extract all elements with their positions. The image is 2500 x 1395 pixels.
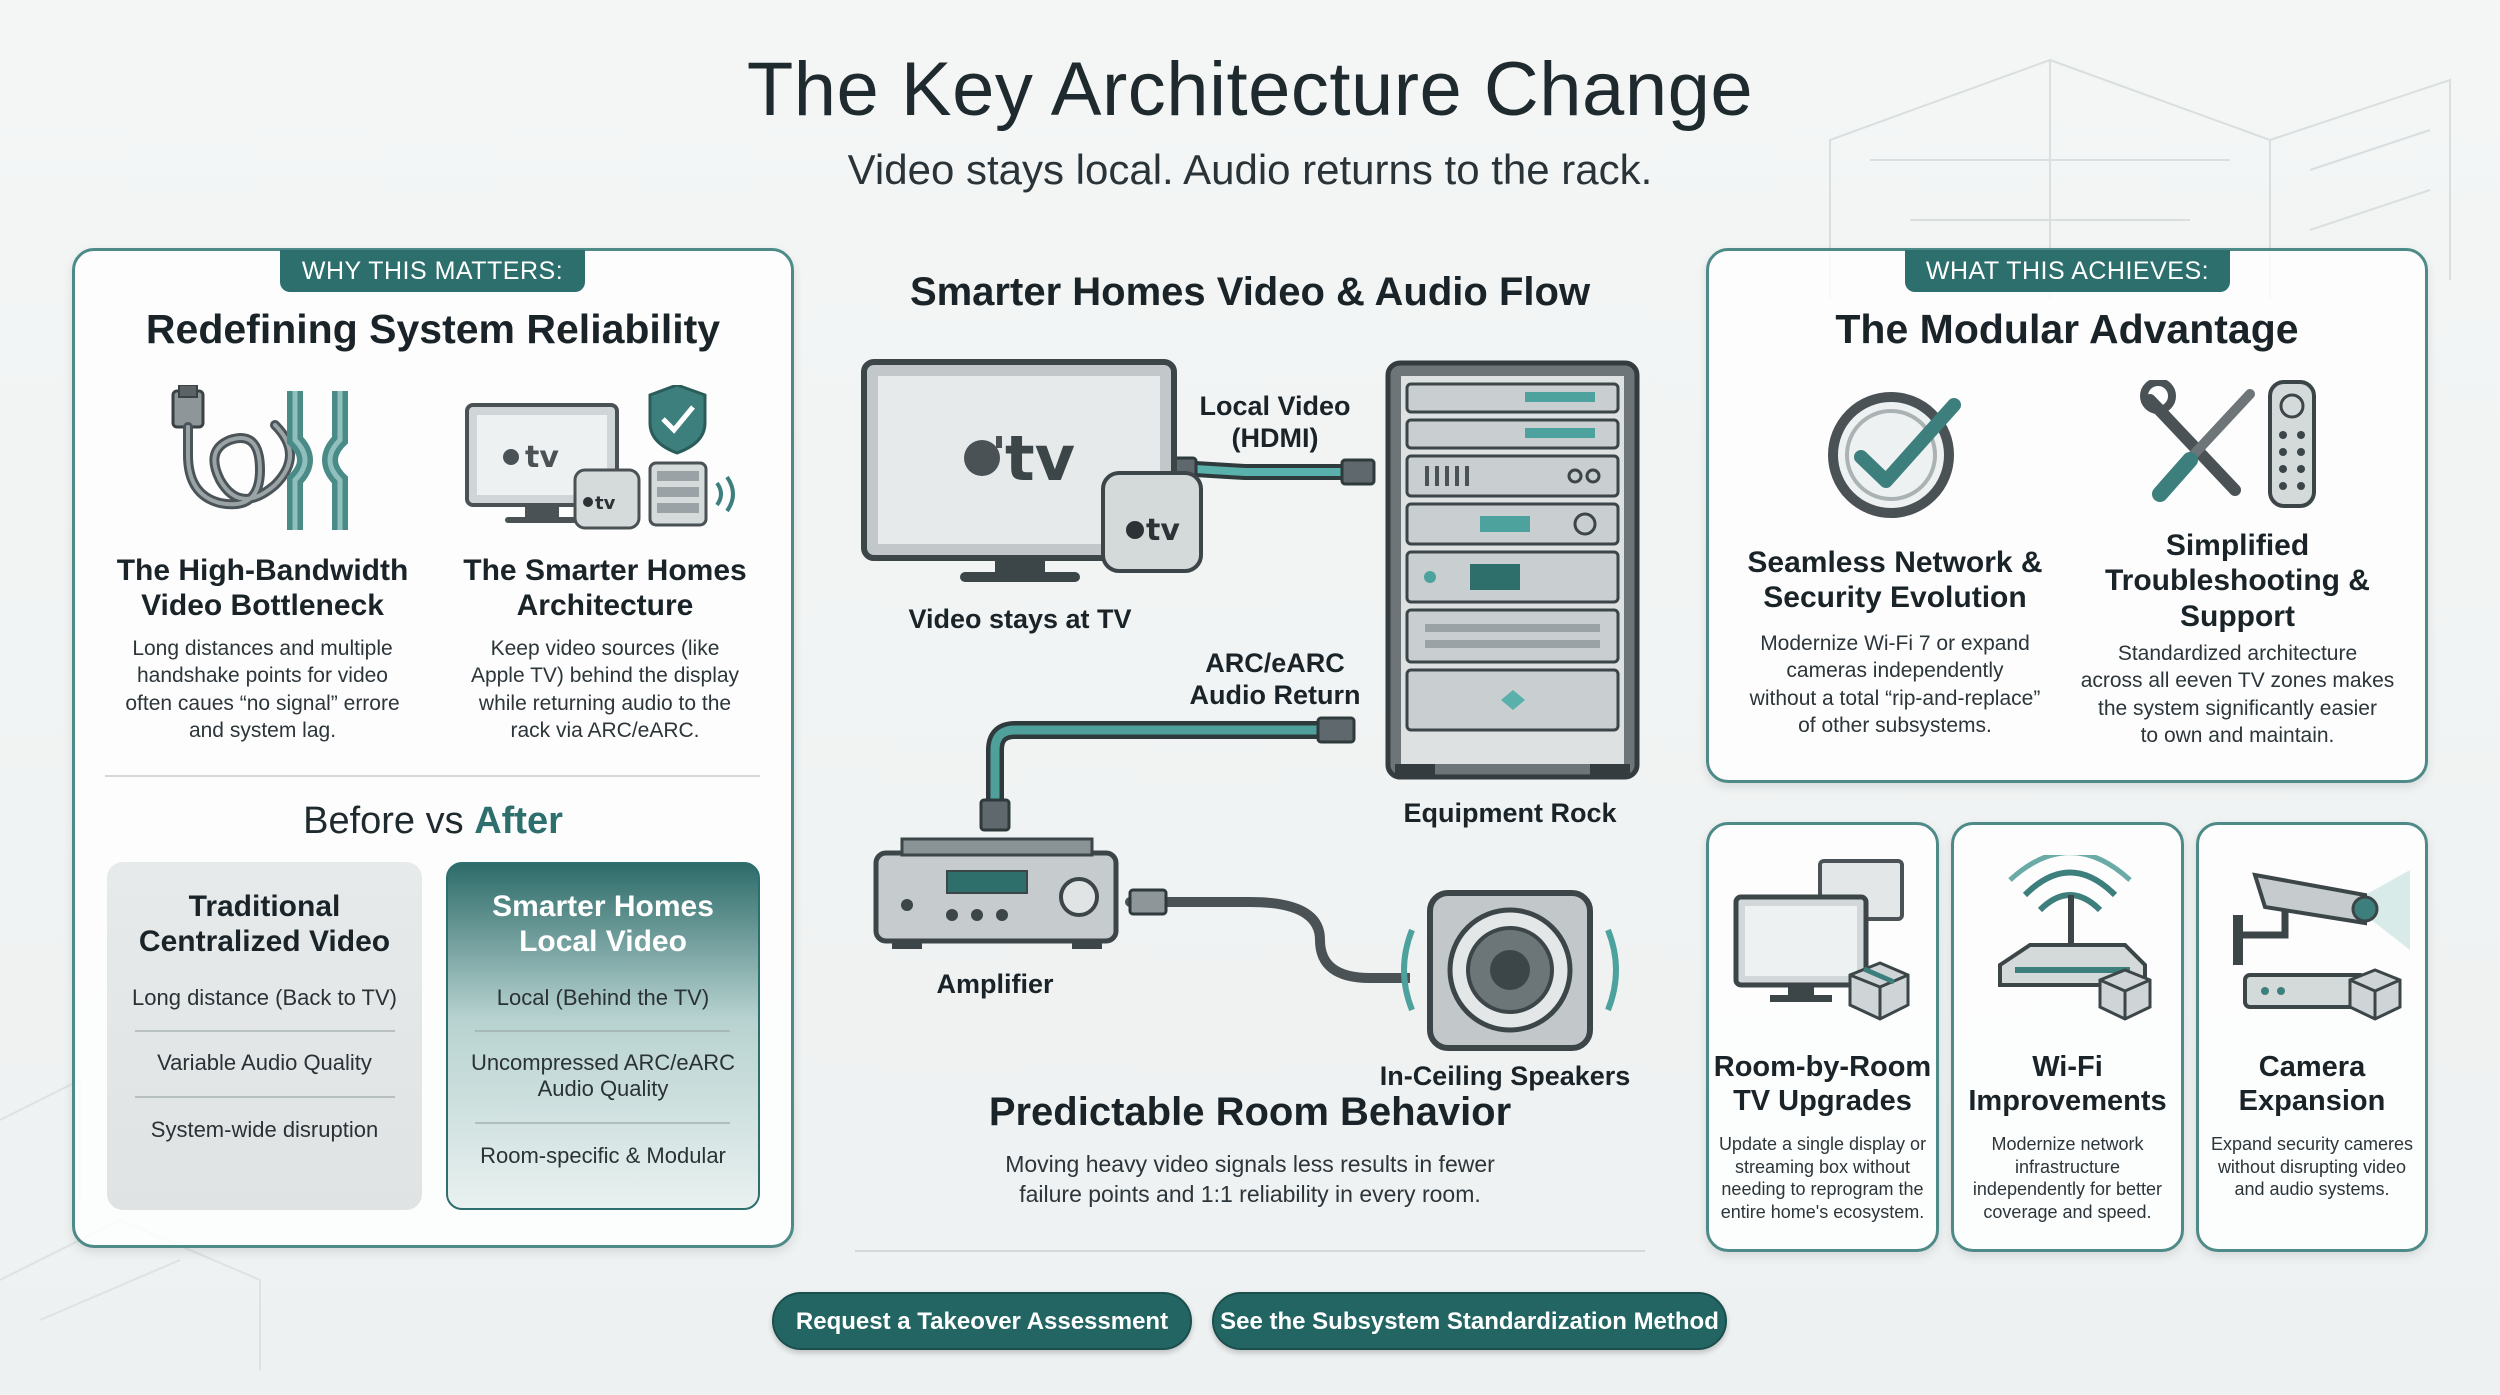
in-ceiling-speakers-label: In-Ceiling Speakers bbox=[1379, 1061, 1631, 1091]
before-item: Long distance (Back to TV) bbox=[132, 985, 397, 1010]
checkmark-circle-icon bbox=[1828, 392, 1961, 518]
amplifier-icon bbox=[873, 837, 1119, 949]
security-camera-icon bbox=[2233, 870, 2410, 1021]
page-title: The Key Architecture Change bbox=[746, 47, 1754, 132]
before-traditional-card bbox=[107, 862, 422, 1210]
flow-heading: Smarter Homes Video & Audio Flow bbox=[909, 270, 1591, 314]
predictable-behavior-description: Moving heavy video signals less results … bbox=[1005, 1151, 1495, 1207]
amplifier-label: Amplifier bbox=[936, 969, 1054, 999]
right-panel-heading: The Modular Advantage bbox=[1835, 306, 2299, 352]
after-item: Room-specific & Modular bbox=[480, 1143, 726, 1168]
why-this-matters-tag: WHY THIS MATTERS: bbox=[280, 250, 585, 292]
what-this-achieves-panel bbox=[1706, 248, 2428, 783]
video-stays-label: Video stays at TV bbox=[908, 604, 1132, 634]
request-assessment-button[interactable]: Request a Takeover Assessment bbox=[772, 1292, 1192, 1350]
after-divider bbox=[475, 1122, 730, 1124]
before-item: Variable Audio Quality bbox=[157, 1050, 372, 1075]
page-subtitle: Video stays local. Audio returns to the … bbox=[847, 146, 1653, 193]
tv-upgrade-icon bbox=[1733, 859, 1910, 1021]
box-logo: tv bbox=[1146, 513, 1180, 548]
after-divider bbox=[475, 1030, 730, 1032]
center-divider bbox=[855, 1250, 1645, 1252]
tangled-cable-icon bbox=[171, 385, 348, 530]
network-security-title: Seamless Network &Security Evolution bbox=[1747, 546, 2043, 615]
wrench-screwdriver-remote-icon bbox=[2140, 380, 2316, 508]
after-smarter-homes-card bbox=[446, 862, 760, 1210]
left-panel-divider bbox=[105, 775, 760, 777]
in-ceiling-speaker-icon bbox=[1401, 890, 1619, 1051]
equipment-rack-label: Equipment Rock bbox=[1403, 798, 1617, 828]
local-video-label: Local Video(HDMI) bbox=[1199, 391, 1351, 454]
after-item: Local (Behind the TV) bbox=[496, 985, 710, 1010]
what-this-achieves-tag: WHAT THIS ACHIEVES: bbox=[1905, 250, 2230, 292]
before-item: System-wide disruption bbox=[150, 1117, 379, 1142]
before-divider bbox=[135, 1096, 395, 1098]
before-divider bbox=[135, 1030, 395, 1032]
apple-tv-box-icon: tv bbox=[1101, 471, 1203, 573]
wifi-router-icon bbox=[1998, 855, 2152, 1021]
predictable-behavior-title: Predictable Room Behavior bbox=[988, 1090, 1512, 1134]
svg-text:tv: tv bbox=[595, 493, 616, 514]
monitor-appletv-shield-icon: tv tv bbox=[465, 385, 735, 530]
background-building-outline bbox=[1829, 58, 2451, 300]
svg-text:tv: tv bbox=[525, 440, 559, 475]
signal-cables bbox=[979, 456, 1410, 983]
equipment-rack-icon bbox=[1385, 360, 1640, 780]
standardization-method-button[interactable]: See the Subsystem Standardization Method bbox=[1212, 1292, 1727, 1350]
left-panel-heading: Redefining System Reliability bbox=[145, 306, 721, 352]
before-after-title: Before vs After bbox=[303, 800, 563, 842]
tv-logo: tv bbox=[1005, 422, 1075, 495]
television-icon: tv bbox=[861, 359, 1177, 582]
